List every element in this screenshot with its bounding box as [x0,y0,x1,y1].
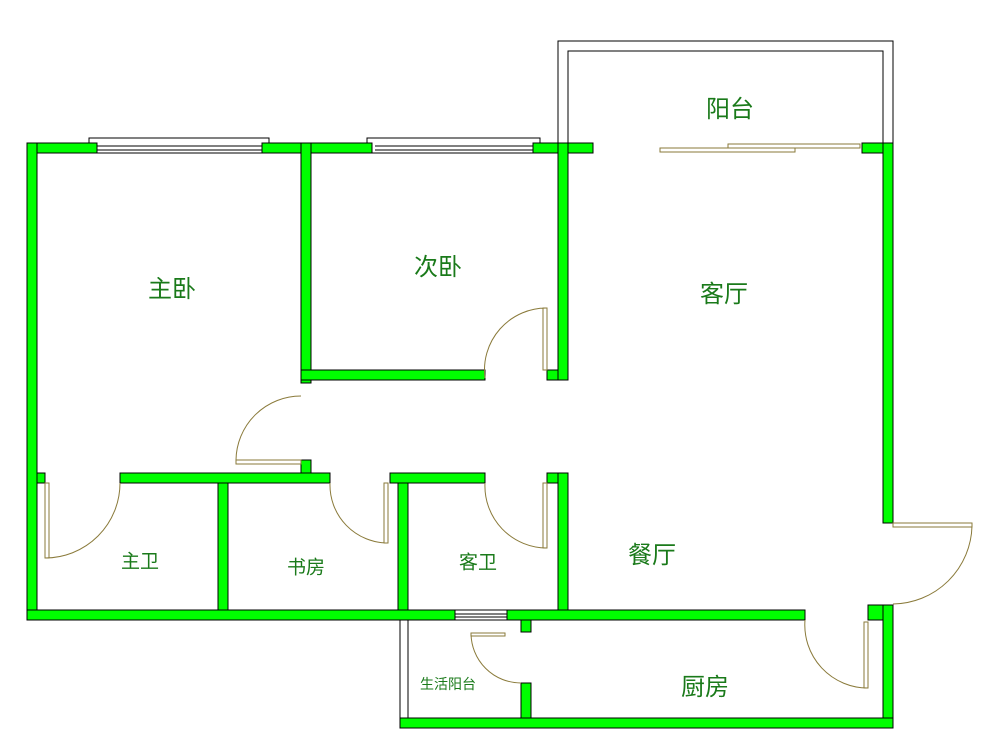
wall-segment [217,482,229,611]
room-label-dining-room: 餐厅 [628,541,676,569]
wall-segment [399,717,894,729]
wall-segment [882,604,894,729]
wall-segment [119,472,331,484]
door-kitchen[interactable] [804,619,869,689]
wall-segment [389,472,486,484]
wall-segment [397,482,409,611]
room-label-second-bedroom: 次卧 [414,253,462,281]
wall-segment [26,142,38,621]
room-label-guest-bath: 客卫 [459,552,497,574]
door-guest-bath[interactable] [484,482,548,549]
room-label-master-bedroom: 主卧 [148,275,196,303]
wall-segment [26,609,456,621]
room-label-balcony: 阳台 [706,95,754,123]
room-label-study: 书房 [287,557,325,579]
wall-segment [882,142,894,524]
balcony-outline [557,40,894,143]
walls [26,142,894,729]
wall-segment [557,142,569,381]
window-guest-bath [454,609,508,621]
wall-segment [506,609,806,621]
door-master-bedroom[interactable] [235,395,302,465]
room-label-utility-balcony: 生活阳台 [420,677,476,693]
wall-segment [520,682,532,719]
wall-segment [557,472,569,621]
wall-segment [300,369,486,381]
room-label-kitchen: 厨房 [681,673,729,701]
door-study[interactable] [329,482,389,544]
wall-segment [520,619,532,633]
door-master-bath[interactable] [44,482,121,559]
utility-balcony-rail [399,619,409,719]
doors [44,307,973,689]
wall-segment [36,472,46,484]
wall-segment [261,142,373,154]
room-label-living-room: 客厅 [700,280,748,308]
wall-segment [300,459,312,474]
door-utility-balcony[interactable] [470,632,522,684]
sliding-door[interactable] [659,147,796,153]
door-second-bedroom[interactable] [484,307,548,379]
wall-segment [300,142,312,384]
door-entrance[interactable] [892,522,973,605]
room-label-master-bath: 主卫 [121,551,159,573]
